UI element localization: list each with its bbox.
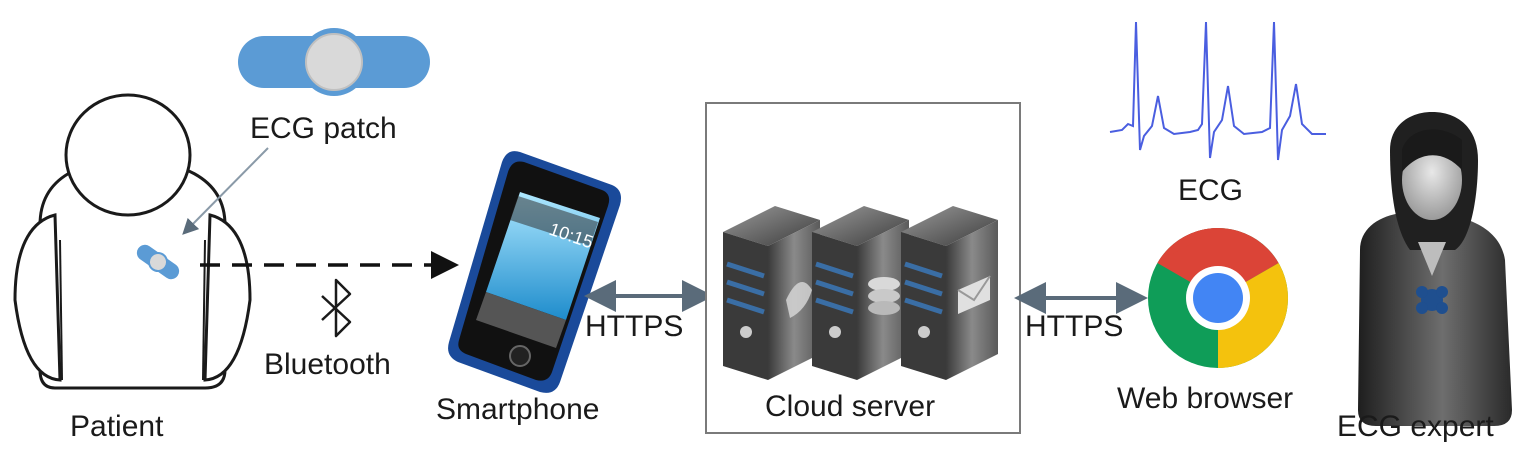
- server-rack-icon: [723, 206, 820, 380]
- ecg-waveform-icon: [1109, 21, 1326, 161]
- patient-outline-icon: [13, 93, 252, 390]
- https-right-label: HTTPS: [1025, 310, 1124, 343]
- expert-person-icon: [1358, 112, 1512, 426]
- chrome-browser-icon: [1148, 228, 1288, 368]
- smartphone-label: Smartphone: [436, 393, 600, 426]
- server-rack-icon: [901, 206, 998, 380]
- smartphone-icon: [448, 151, 621, 393]
- ecg-expert-label: ECG expert: [1337, 410, 1494, 443]
- cloud-server-label: Cloud server: [765, 390, 936, 423]
- ecg-patch-label: ECG patch: [250, 112, 397, 145]
- patient-label: Patient: [70, 410, 164, 443]
- web-browser-label: Web browser: [1117, 382, 1294, 415]
- server-rack-icon: [812, 206, 909, 380]
- patient-patch-icon: [136, 244, 180, 280]
- https-left-label: HTTPS: [585, 310, 684, 343]
- ecg-label: ECG: [1178, 174, 1244, 207]
- ecg-patch-icon: [238, 28, 430, 96]
- bluetooth-label: Bluetooth: [264, 348, 391, 381]
- patch-pointer-line: [182, 147, 269, 235]
- bluetooth-icon: [321, 278, 352, 338]
